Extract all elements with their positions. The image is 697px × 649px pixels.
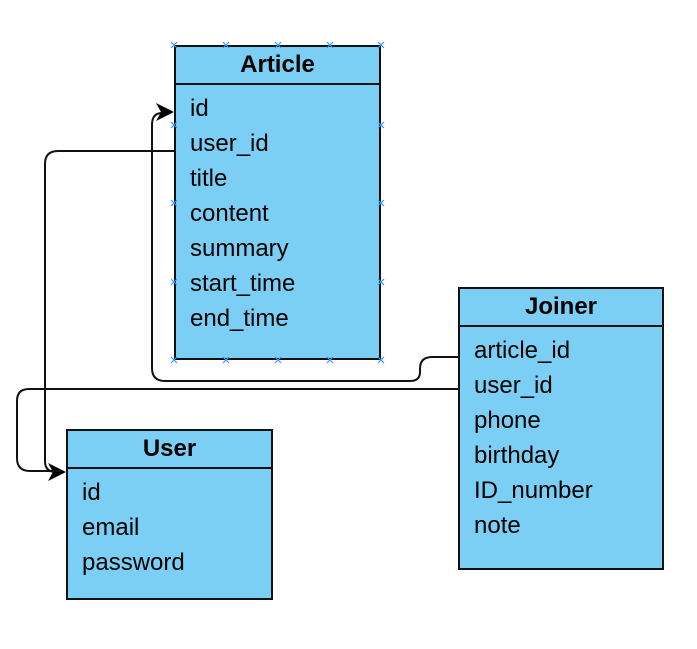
article-field-content: content bbox=[190, 200, 269, 227]
article-field-user-id: user_id bbox=[190, 130, 269, 157]
arrowhead-icon bbox=[48, 463, 66, 481]
joiner-field-note: note bbox=[474, 512, 521, 539]
joiner-field-article-id: article_id bbox=[474, 337, 571, 364]
joiner-entity[interactable]: Joiner article_id user_id phone birthday… bbox=[458, 287, 664, 570]
article-field-start-time: start_time bbox=[190, 270, 296, 297]
joiner-field-id-number: ID_number bbox=[474, 477, 593, 504]
edge-article-user-id-to-user-id[interactable] bbox=[44, 150, 174, 473]
article-field-id: id bbox=[190, 95, 209, 122]
user-entity[interactable]: User id email password bbox=[66, 429, 273, 600]
arrowhead-icon bbox=[156, 103, 174, 121]
joiner-field-user-id: user_id bbox=[474, 372, 553, 399]
user-title: User bbox=[68, 431, 271, 469]
joiner-title: Joiner bbox=[460, 289, 662, 327]
user-field-id: id bbox=[82, 479, 101, 506]
joiner-field-phone: phone bbox=[474, 407, 541, 434]
article-field-end-time: end_time bbox=[190, 305, 289, 332]
user-field-password: password bbox=[82, 549, 185, 576]
article-title: Article bbox=[176, 47, 379, 85]
user-field-email: email bbox=[82, 514, 140, 541]
article-field-summary: summary bbox=[190, 235, 289, 262]
joiner-field-birthday: birthday bbox=[474, 442, 560, 469]
article-entity[interactable]: Article id user_id title content summary… bbox=[174, 45, 381, 360]
article-field-title: title bbox=[190, 165, 228, 192]
